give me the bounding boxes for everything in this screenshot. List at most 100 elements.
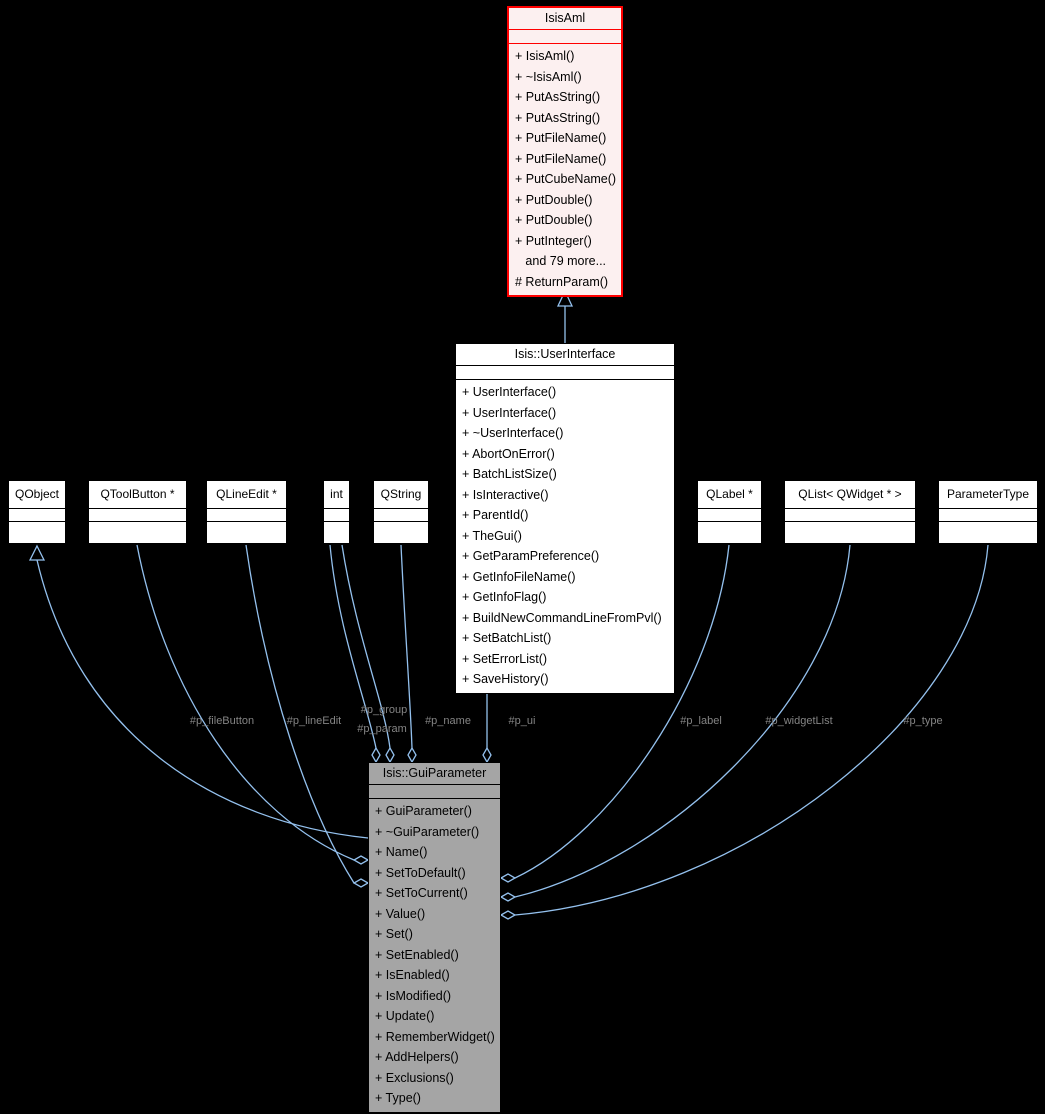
class-title: Isis::GuiParameter <box>369 763 500 785</box>
attributes-compartment <box>698 509 761 522</box>
attributes-compartment <box>374 509 428 522</box>
method-item: + PutAsString() <box>515 90 601 104</box>
method-item: + PutInteger() <box>515 233 592 248</box>
attributes-compartment <box>785 509 915 522</box>
method-item: + Name() <box>375 845 428 859</box>
method-item: + GetInfoFlag() <box>462 590 547 604</box>
edge-p-group <box>329 544 377 749</box>
method-item: + ~IsisAml() <box>515 69 582 84</box>
methods-compartment <box>89 522 186 543</box>
method-item: # ReturnParam() <box>515 274 609 289</box>
method-item: + UserInterface() <box>462 385 557 399</box>
method-item: + PutDouble() <box>515 213 593 227</box>
class-qstring[interactable]: QString <box>373 480 429 544</box>
method-item: + GetInfoFileName() <box>462 569 576 584</box>
method-item: + SetBatchList() <box>462 631 552 645</box>
methods-compartment <box>324 522 349 543</box>
methods-compartment <box>785 522 915 543</box>
method-item: + ~GuiParameter() <box>375 824 480 839</box>
method-item: + IsisAml() <box>515 49 575 63</box>
method-item: + Type() <box>375 1091 421 1105</box>
inheritance-arrow-qobject <box>28 544 46 561</box>
method-item: + IsInteractive() <box>462 487 549 502</box>
class-title: ParameterType <box>939 481 1037 509</box>
methods-compartment: + GuiParameter() + ~GuiParameter() + Name(… <box>369 799 500 1112</box>
edge-p-lineEdit <box>245 544 355 884</box>
method-item: + SaveHistory() <box>462 672 549 686</box>
edge-label-p-label: #p_label <box>680 715 722 727</box>
aggregation-diamond-p-widgetList <box>499 892 517 902</box>
method-item: + SetErrorList() <box>462 651 548 666</box>
edge-label-p-fileButton: #p_fileButton <box>189 715 255 727</box>
aggregation-diamond-p-lineEdit <box>352 878 370 888</box>
aggregation-diamond-p-group <box>371 746 381 764</box>
methods-compartment <box>698 522 761 543</box>
method-item: + IsEnabled() <box>375 968 450 982</box>
class-userinterface[interactable]: Isis::UserInterface + UserInterface()+ U… <box>455 343 675 694</box>
method-item: + PutFileName() <box>515 131 607 145</box>
aggregation-diamond-p-label <box>499 873 517 883</box>
edge-p-param <box>341 544 391 749</box>
class-title: QLabel * <box>698 481 761 509</box>
method-item: + AbortOnError() <box>462 446 555 461</box>
edge-p-type <box>514 544 989 916</box>
edge-p-widgetList <box>514 544 851 898</box>
class-int[interactable]: int <box>323 480 350 544</box>
attributes-compartment <box>89 509 186 522</box>
class-qtoolbutton[interactable]: QToolButton * <box>88 480 187 544</box>
attributes-compartment <box>324 509 349 522</box>
method-item: + Value() <box>375 906 426 921</box>
class-title: Isis::UserInterface <box>456 344 674 366</box>
aggregation-diamond-p-param <box>385 746 395 764</box>
method-item: + GetParamPreference() <box>462 549 600 563</box>
method-item: + BuildNewCommandLineFromPvl() <box>462 610 662 625</box>
methods-compartment <box>374 522 428 543</box>
attributes-compartment <box>9 509 65 522</box>
edge-label-p-type: #p_type <box>903 715 943 727</box>
methods-compartment <box>9 522 65 543</box>
method-item: + Exclusions() <box>375 1070 454 1085</box>
class-qlineedit[interactable]: QLineEdit * <box>206 480 287 544</box>
edge-guiparameter-to-qobject <box>36 559 369 839</box>
method-item: + ParentId() <box>462 508 529 522</box>
class-title: QString <box>374 481 428 509</box>
edge-p-label <box>514 544 730 879</box>
edge-p-fileButton <box>136 544 355 861</box>
attributes-compartment <box>369 785 500 799</box>
class-title: QObject <box>9 481 65 509</box>
method-item: and 79 more... <box>515 254 607 268</box>
methods-compartment: + IsisAml() + ~IsisAml() + PutAsString() + … <box>509 44 621 295</box>
class-isisaml[interactable]: IsisAml + IsisAml() + ~IsisAml() + PutAsSt… <box>507 6 623 297</box>
edge-label-p-name: #p_name <box>425 715 471 727</box>
class-qlabel[interactable]: QLabel * <box>697 480 762 544</box>
class-parametertype[interactable]: ParameterType <box>938 480 1038 544</box>
attributes-compartment <box>509 30 621 44</box>
method-item: + Set() <box>375 927 413 941</box>
method-item: + RememberWidget() <box>375 1029 495 1044</box>
aggregation-diamond-p-fileButton <box>352 855 370 865</box>
class-title: QLineEdit * <box>207 481 286 509</box>
attributes-compartment <box>207 509 286 522</box>
attributes-compartment <box>939 509 1037 522</box>
method-item: + UserInterface() <box>462 405 557 420</box>
method-item: + GuiParameter() <box>375 804 472 818</box>
method-item: + ~UserInterface() <box>462 426 564 440</box>
method-item: + PutFileName() <box>515 151 607 166</box>
method-item: + SetEnabled() <box>375 947 459 962</box>
edge-label-p-widgetList: #p_widgetList <box>765 715 833 727</box>
methods-compartment <box>207 522 286 543</box>
edge-label-p-param: #p_param <box>357 723 407 735</box>
edge-p-name <box>400 544 413 749</box>
method-item: + IsModified() <box>375 988 452 1003</box>
method-item: + Update() <box>375 1009 435 1023</box>
method-item: + BatchListSize() <box>462 467 557 481</box>
class-guiparameter[interactable]: Isis::GuiParameter + GuiParameter()+ ~Gu… <box>368 762 501 1113</box>
edge-label-p-group: #p_group <box>360 704 408 716</box>
edge-label-p-ui: #p_ui <box>508 715 536 727</box>
class-title: IsisAml <box>509 8 621 30</box>
class-title: QList< QWidget * > <box>785 481 915 509</box>
attributes-compartment <box>456 366 674 380</box>
class-qobject[interactable]: QObject <box>8 480 66 544</box>
class-qlist[interactable]: QList< QWidget * > <box>784 480 916 544</box>
